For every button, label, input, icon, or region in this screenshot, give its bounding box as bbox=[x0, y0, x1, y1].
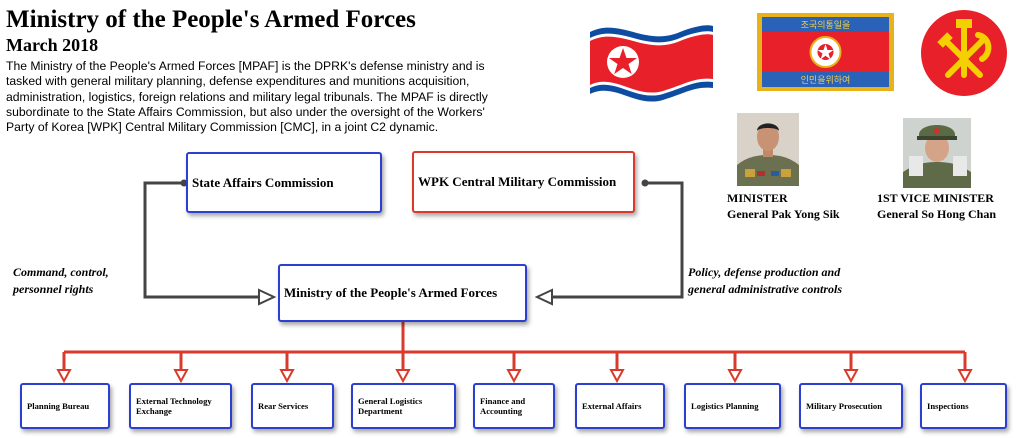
department-box: Planning Bureau bbox=[20, 383, 110, 429]
page-subtitle: March 2018 bbox=[6, 35, 99, 55]
department-box: Inspections bbox=[920, 383, 1007, 429]
description-text: The Ministry of the People's Armed Force… bbox=[6, 59, 488, 135]
military-banner-icon: 조국의통일을 인민을위하여 bbox=[757, 13, 894, 91]
vice-minister-role: 1ST VICE MINISTER bbox=[877, 191, 994, 205]
banner-top-text: 조국의통일을 bbox=[801, 20, 851, 31]
left-relation-label: Command, control, personnel rights bbox=[13, 265, 109, 296]
mpaf-box: Ministry of the People's Armed Forces bbox=[278, 264, 527, 322]
wpk-central-military-commission-box: WPK Central Military Commission bbox=[412, 151, 635, 213]
state-affairs-commission-label: State Affairs Commission bbox=[192, 174, 334, 190]
right-relation-label: Policy, defense production and general a… bbox=[688, 265, 843, 296]
mpaf-label: Ministry of the People's Armed Forces bbox=[284, 285, 498, 300]
minister-role: MINISTER bbox=[727, 191, 788, 205]
department-box: Military Prosecution bbox=[799, 383, 903, 429]
wpk-emblem-icon bbox=[921, 10, 1007, 96]
page-title: Ministry of the People's Armed Forces bbox=[6, 6, 416, 33]
minister-name: General Pak Yong Sik bbox=[727, 207, 840, 221]
minister-portrait bbox=[737, 113, 799, 186]
department-box: External Affairs bbox=[575, 383, 665, 429]
wpk-cmc-label: WPK Central Military Commission bbox=[418, 174, 617, 189]
banner-bottom-text: 인민을위하여 bbox=[801, 74, 851, 86]
vice-minister-portrait bbox=[903, 118, 971, 188]
department-box: Rear Services bbox=[251, 383, 334, 429]
state-affairs-commission-box: State Affairs Commission bbox=[186, 152, 382, 213]
department-box: Logistics Planning bbox=[684, 383, 781, 429]
vice-minister-name: General So Hong Chan bbox=[877, 207, 997, 221]
dprk-flag-icon bbox=[590, 25, 713, 102]
